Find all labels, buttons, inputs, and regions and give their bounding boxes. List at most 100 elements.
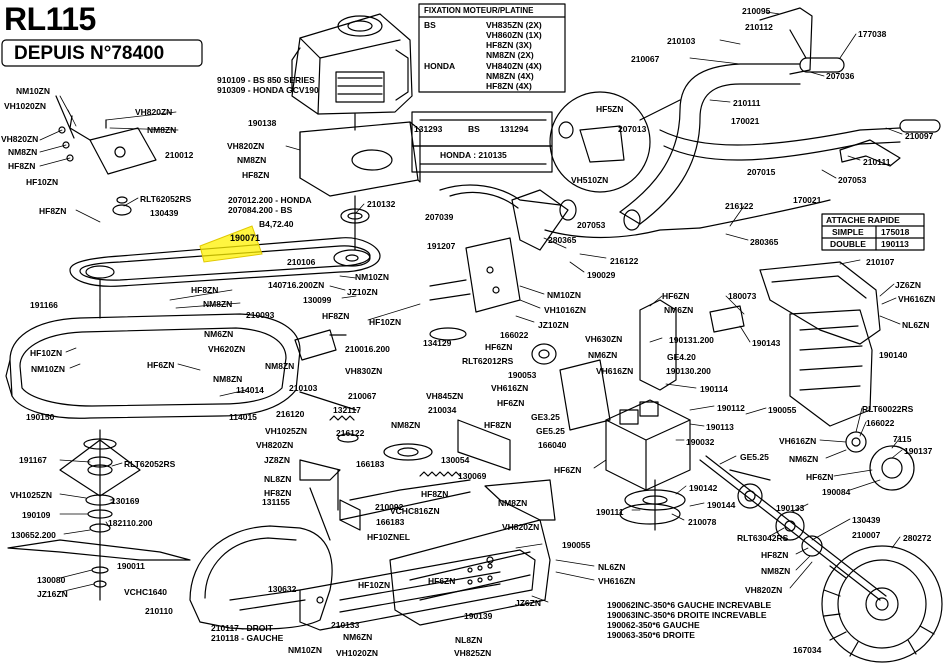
part-ref-label: 190029 xyxy=(587,270,616,280)
part-ref-label: JZ8ZN xyxy=(264,455,290,465)
part-ref-label: 210097 xyxy=(905,131,934,141)
part-ref-label: NM8ZN xyxy=(147,125,177,135)
fixation-honda-row: NM8ZN (4X) xyxy=(486,71,534,81)
part-ref-label: 210111 xyxy=(863,157,891,167)
part-ref-label: HF8ZN xyxy=(322,311,350,321)
part-ref-label: HF6ZN xyxy=(497,398,525,408)
part-ref-label: 190131.200 xyxy=(669,335,714,345)
part-ref-label: VH1016ZN xyxy=(544,305,587,315)
part-ref-label: 180073 xyxy=(728,291,757,301)
fixation-table-box xyxy=(418,3,566,93)
part-ref-label: 210067 xyxy=(631,54,660,64)
part-ref-label: 166183 xyxy=(376,517,405,527)
part-ref-label: 130439 xyxy=(852,515,881,525)
part-ref-label: 210007 xyxy=(852,530,881,540)
part-ref-label: 190133 xyxy=(776,503,805,513)
part-ref-label: 210106 xyxy=(287,257,316,267)
cover-drawing xyxy=(789,309,873,427)
part-ref-label: NM10ZN xyxy=(16,86,51,96)
part-ref-label: 216122 xyxy=(725,201,754,211)
part-ref-label: 190142 xyxy=(689,483,718,493)
part-ref-label: 280272 xyxy=(903,533,932,543)
part-ref-label: HF6ZN xyxy=(662,291,690,301)
highlight-190071 xyxy=(200,226,262,262)
part-ref-label: GE4.20 xyxy=(667,352,696,362)
part-ref-label: 190112 xyxy=(717,403,745,413)
part-ref-label: HF6ZN xyxy=(428,576,456,586)
part-ref-label: 134129 xyxy=(423,338,452,348)
part-ref-label: 166040 xyxy=(538,440,567,450)
part-ref-label: HF6ZN xyxy=(554,465,582,475)
part-ref-label: 216122 xyxy=(336,428,365,438)
part-ref-label: 207053 xyxy=(577,220,606,230)
part-ref-label: 170021 xyxy=(793,195,822,205)
part-ref-label: 210112 xyxy=(745,22,773,32)
part-ref-label: 190143 xyxy=(752,338,781,348)
fixation-honda-label: HONDA xyxy=(424,61,456,71)
part-ref-label: NM10ZN xyxy=(355,272,390,282)
cable-bs-right: 131294 xyxy=(500,124,529,134)
part-ref-label: JZ6ZN xyxy=(895,280,921,290)
attache-rapide-box xyxy=(821,213,925,251)
front-hood-drawing xyxy=(189,525,333,630)
part-ref-label: 130069 xyxy=(458,471,487,481)
part-ref-label: 210012 xyxy=(165,150,194,160)
part-ref-label: NL6ZN xyxy=(902,320,930,330)
part-ref-label: VH820ZN xyxy=(1,134,39,144)
part-ref-label: 190084 xyxy=(822,487,851,497)
since-serial: DEPUIS N°78400 xyxy=(14,43,165,64)
bracket-210012 xyxy=(55,95,157,175)
part-ref-label: 210092 xyxy=(375,502,404,512)
part-ref-label: 210103 xyxy=(667,36,696,46)
part-ref-label: VH820ZN xyxy=(745,585,783,595)
since-box xyxy=(1,39,203,67)
part-ref-label: VH1025ZN xyxy=(10,490,53,500)
part-ref-label: HF8ZN xyxy=(264,488,292,498)
fixation-honda-row: HF8ZN (4X) xyxy=(486,81,532,91)
part-ref-label: RLT63042RS xyxy=(737,533,789,543)
part-ref-label: VH820ZN xyxy=(502,522,540,532)
part-ref-label: VH1020ZN xyxy=(336,648,379,658)
wheel-note: 190063INC-350*6 DROITE INCREVABLE xyxy=(607,610,767,620)
part-ref-label: GE5.25 xyxy=(740,452,769,462)
part-ref-label: HF10ZN xyxy=(358,580,391,590)
part-ref-label: 210067 xyxy=(348,391,377,401)
part-ref-label: 190071 xyxy=(230,233,261,243)
model-title: RL115 xyxy=(4,1,96,37)
part-ref-label: 191166 xyxy=(30,300,58,310)
part-ref-label: NM10ZN xyxy=(547,290,582,300)
part-ref-label: HF8ZN xyxy=(421,489,449,499)
part-ref-label: 210016.200 xyxy=(345,344,390,354)
part-ref-label: 207012.200 - HONDA xyxy=(228,195,312,205)
part-ref-label: HF5ZN xyxy=(596,104,624,114)
part-ref-label: 207053 xyxy=(838,175,867,185)
part-ref-label: 216120 xyxy=(276,409,305,419)
part-ref-label: 131155 xyxy=(262,497,290,507)
part-ref-label: 280365 xyxy=(548,235,577,245)
part-ref-label: VH620ZN xyxy=(208,344,246,354)
part-ref-label: 210110 xyxy=(145,606,173,616)
part-ref-label: 166022 xyxy=(866,418,895,428)
part-ref-label: VH820ZN xyxy=(135,107,173,117)
side-plate-drawing xyxy=(299,549,536,631)
part-ref-label: 190114 xyxy=(700,384,728,394)
part-ref-label: 190137 xyxy=(904,446,933,456)
part-ref-label: 210117 - DROIT xyxy=(211,623,273,633)
part-ref-label: 210034 xyxy=(428,405,457,415)
part-ref-label: VH1025ZN xyxy=(265,426,308,436)
chassis-plate-drawing xyxy=(389,479,556,626)
part-ref-label: NM8ZN xyxy=(237,155,267,165)
cable-honda-box xyxy=(411,145,553,173)
part-ref-label: 190140 xyxy=(879,350,908,360)
part-ref-label: 207039 xyxy=(425,212,454,222)
part-ref-label: NM8ZN xyxy=(213,374,243,384)
gearbox-drawing xyxy=(605,299,745,491)
part-ref-label: 216122 xyxy=(610,256,639,266)
part-ref-label: 130439 xyxy=(150,208,179,218)
part-ref-label: 190111 xyxy=(596,507,624,517)
part-ref-label: NM10ZN xyxy=(31,364,66,374)
part-ref-label: 170021 xyxy=(731,116,760,126)
linkage-drawing xyxy=(294,329,511,541)
part-ref-label: JZ6ZN xyxy=(515,598,541,608)
